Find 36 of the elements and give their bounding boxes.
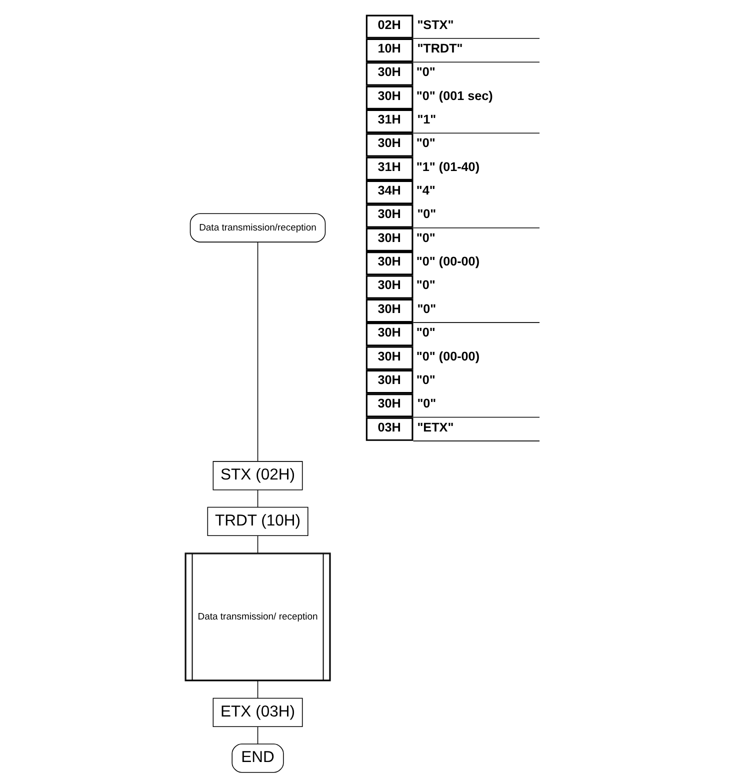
label: "STX" [417,18,454,32]
label: 31H [378,160,401,174]
label: 31H [378,112,401,126]
label: "0" [417,396,436,411]
label: 30H [378,326,401,340]
label: "ETX" [417,420,454,434]
label: "4" [416,184,436,198]
label: "0" (00-00) [416,349,480,364]
label: 30H [378,278,401,292]
label: 34H [378,184,401,198]
label: "1" [417,112,436,126]
label: 30H [378,396,401,411]
label: "0" (00-00) [416,254,480,269]
label: 30H [378,372,401,387]
label: 03H [378,420,401,434]
label: 10H [378,41,401,56]
label: "0" [416,372,436,387]
label: 30H [378,254,401,269]
label: 30H [378,207,401,222]
label: "0" [416,278,436,292]
label: 30H [378,302,401,316]
label: 02H [378,18,401,32]
label: "0" [416,326,436,340]
label: "0" [417,207,436,222]
label: 30H [378,349,401,364]
label: "0" [416,230,436,245]
label: "0" [417,302,436,316]
label: "0" [416,65,436,80]
label: "TRDT" [417,41,463,56]
label: "0" (001 sec) [416,88,493,103]
label: "0" [416,136,436,150]
label: "1" (01-40) [416,160,480,174]
label: 30H [378,230,401,245]
label: 30H [378,88,401,103]
label: 30H [378,65,401,80]
label: 30H [378,136,401,150]
